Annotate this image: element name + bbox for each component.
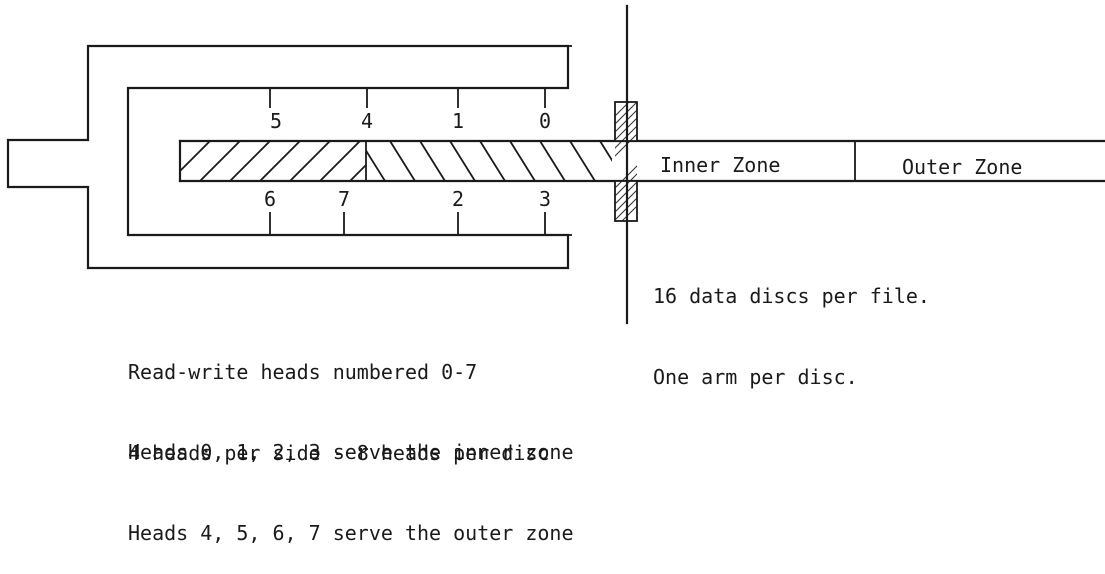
disc-head-diagram: Inner Zone Outer Zone 5 4 1 0 6 7 2 3 xyxy=(6,4,1105,325)
head-label-0: 0 xyxy=(539,109,551,133)
spindle-hub xyxy=(614,101,638,222)
bottom-head-stems xyxy=(269,212,546,235)
outer-zone-hatch xyxy=(180,141,366,181)
top-head-stems xyxy=(269,88,546,108)
head-label-6: 6 xyxy=(264,187,276,211)
head-label-3: 3 xyxy=(539,187,551,211)
disc-note: 16 data discs per file. One arm per disc… xyxy=(653,229,930,418)
inner-zone-label: Inner Zone xyxy=(660,153,780,177)
zone-note-line-2: Heads 4, 5, 6, 7 serve the outer zone xyxy=(128,521,574,545)
heads-note-line-1: Read-write heads numbered 0-7 xyxy=(128,360,478,384)
head-label-1: 1 xyxy=(452,109,464,133)
access-arm xyxy=(6,44,572,270)
head-label-4: 4 xyxy=(361,109,373,133)
disc-platter xyxy=(178,139,1105,183)
head-label-7: 7 xyxy=(338,187,350,211)
disc-note-line-1: 16 data discs per file. xyxy=(653,284,930,308)
zone-note: Heads 0, 1, 2, 3 serve the inner zone He… xyxy=(128,385,574,574)
disc-note-line-2: One arm per disc. xyxy=(653,365,858,389)
zone-note-line-1: Heads 0, 1, 2, 3 serve the inner zone xyxy=(128,440,574,464)
outer-zone-label: Outer Zone xyxy=(902,155,1022,179)
inner-zone-hatch xyxy=(366,141,612,181)
head-label-2: 2 xyxy=(452,187,464,211)
head-label-5: 5 xyxy=(270,109,282,133)
